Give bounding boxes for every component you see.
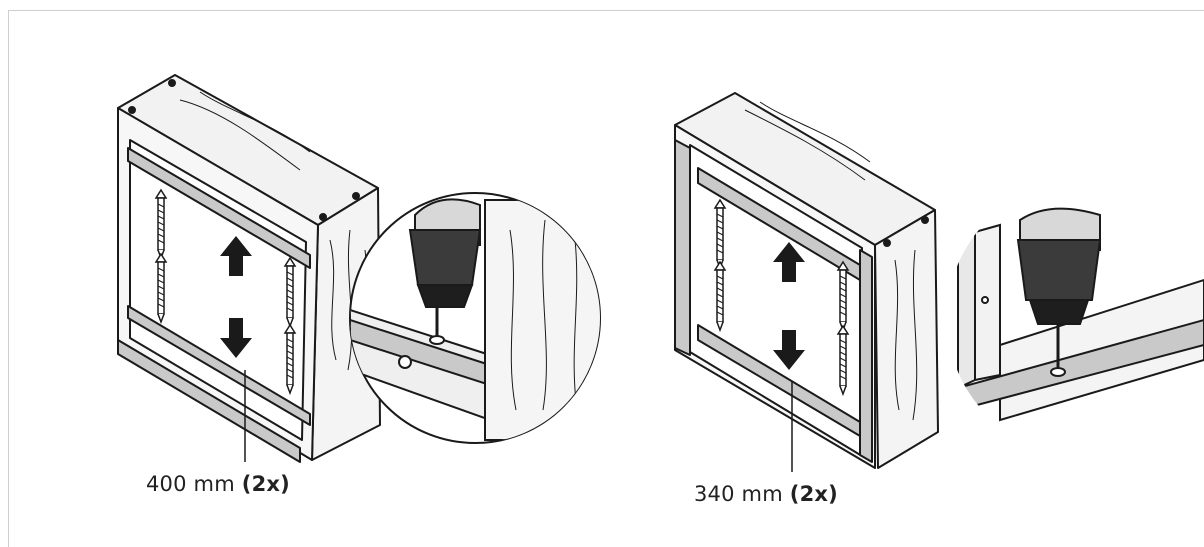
diagram-frame bbox=[8, 10, 1204, 547]
right-box bbox=[674, 92, 939, 469]
left-rail-length-label: 400 mm (2x) bbox=[146, 472, 290, 496]
left-detail-circle bbox=[349, 192, 601, 444]
left-rail-quantity: (2x) bbox=[241, 472, 290, 496]
left-box bbox=[117, 74, 381, 463]
right-detail-circle bbox=[947, 180, 1204, 456]
right-rail-length: 340 mm bbox=[694, 482, 783, 506]
right-rail-quantity: (2x) bbox=[789, 482, 838, 506]
right-rail-length-label: 340 mm (2x) bbox=[694, 482, 838, 506]
left-rail-length: 400 mm bbox=[146, 472, 235, 496]
